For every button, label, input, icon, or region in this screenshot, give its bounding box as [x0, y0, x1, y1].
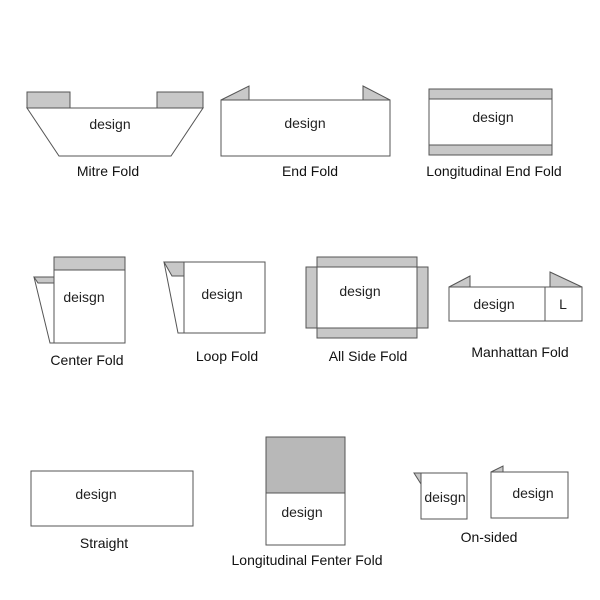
all-side-fold-right-flap	[416, 266, 429, 329]
straight-label-body	[30, 470, 194, 527]
on-sided-large-label-body	[490, 471, 569, 519]
loop-fold-corner-flap	[163, 261, 185, 277]
longitudinal-fenter-fold-top-panel	[265, 436, 346, 494]
all-side-fold-label-body	[316, 266, 418, 329]
center-fold-back-panel	[33, 276, 55, 344]
all-side-fold-bottom-flap	[316, 327, 418, 339]
longitudinal-end-fold-top-flap	[428, 88, 553, 100]
center-fold-label-body	[53, 256, 126, 344]
loop-fold-caption: Loop Fold	[196, 348, 258, 364]
end-fold-left-flap	[220, 85, 250, 101]
center-fold-text: deisgn	[63, 289, 104, 305]
mitre-fold-right-flap	[156, 91, 204, 109]
loop-fold: design Loop Fold	[163, 261, 266, 364]
manhattan-fold-caption: Manhattan Fold	[471, 344, 568, 360]
loop-fold-label-body	[183, 261, 266, 334]
on-sided-large-corner-flap	[490, 465, 504, 473]
longitudinal-fenter-fold: design Longitudinal Fenter Fold	[232, 436, 383, 568]
all-side-fold-text: design	[339, 283, 380, 299]
mitre-fold-caption: Mitre Fold	[77, 163, 139, 179]
end-fold-text: design	[284, 115, 325, 131]
end-fold-right-flap	[362, 85, 391, 101]
longitudinal-fenter-fold-text: design	[281, 504, 322, 520]
longitudinal-end-fold-caption: Longitudinal End Fold	[426, 163, 561, 179]
straight-caption: Straight	[80, 535, 128, 551]
mitre-fold-left-flap	[26, 91, 71, 109]
longitudinal-end-fold-text: design	[472, 109, 513, 125]
on-sided-large-text: design	[512, 485, 553, 501]
end-fold: design End Fold	[220, 85, 391, 179]
manhattan-fold-right-flap	[549, 271, 583, 288]
longitudinal-fenter-fold-label-body	[265, 492, 346, 546]
longitudinal-end-fold: design Longitudinal End Fold	[426, 88, 562, 179]
center-fold-side-flap	[33, 276, 55, 284]
on-sided-caption: On-sided	[461, 529, 518, 545]
all-side-fold-left-flap	[305, 266, 318, 329]
on-sided-small-text: deisgn	[424, 489, 465, 505]
longitudinal-fenter-fold-caption: Longitudinal Fenter Fold	[232, 552, 383, 568]
end-fold-label-body	[220, 99, 391, 157]
longitudinal-end-fold-bottom-flap	[428, 144, 553, 156]
all-side-fold-top-flap	[316, 256, 418, 268]
manhattan-fold-l-text: L	[559, 296, 567, 312]
on-sided-small-corner-flap	[413, 472, 422, 486]
manhattan-fold-text: design	[473, 296, 514, 312]
straight-text: design	[75, 486, 116, 502]
center-fold-top-flap	[53, 256, 126, 271]
on-sided: deisgn design On-sided	[413, 465, 569, 545]
mitre-fold-text: design	[89, 116, 130, 132]
all-side-fold: design All Side Fold	[305, 256, 429, 364]
manhattan-fold: design L Manhattan Fold	[448, 271, 583, 360]
center-fold: deisgn Center Fold	[33, 256, 126, 368]
mitre-fold: design Mitre Fold	[26, 91, 204, 179]
manhattan-fold-left-flap	[448, 275, 471, 288]
end-fold-caption: End Fold	[282, 163, 338, 179]
mitre-fold-label-body	[26, 107, 204, 157]
straight: design Straight	[30, 470, 194, 551]
all-side-fold-caption: All Side Fold	[329, 348, 408, 364]
on-sided-small-label-body	[420, 472, 468, 520]
center-fold-caption: Center Fold	[50, 352, 123, 368]
manhattan-fold-label-body	[448, 286, 583, 322]
loop-fold-text: design	[201, 286, 242, 302]
